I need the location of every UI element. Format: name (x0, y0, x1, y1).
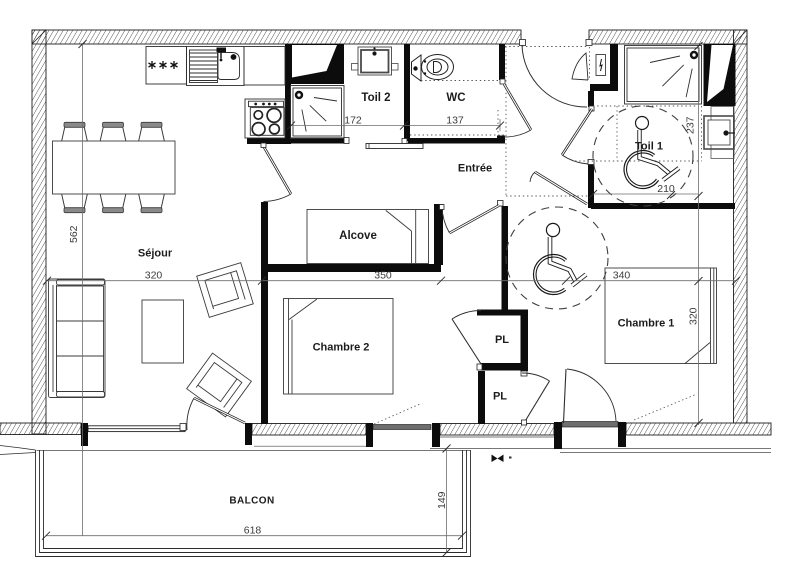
svg-text:Séjour: Séjour (138, 248, 173, 260)
svg-text:149: 149 (436, 491, 448, 509)
svg-text:350: 350 (374, 270, 392, 282)
svg-text:Alcove: Alcove (339, 230, 377, 242)
svg-text:137: 137 (446, 115, 464, 127)
svg-text:210: 210 (657, 183, 675, 195)
svg-text:172: 172 (344, 115, 362, 127)
svg-text:PL: PL (493, 391, 507, 403)
svg-text:237: 237 (685, 116, 697, 134)
svg-text:Chambre 1: Chambre 1 (618, 318, 675, 330)
svg-text:BALCON: BALCON (229, 496, 274, 507)
svg-text:618: 618 (244, 525, 262, 537)
svg-text:Toil 2: Toil 2 (361, 92, 390, 104)
svg-text:WC: WC (446, 92, 465, 104)
svg-text:320: 320 (688, 307, 700, 325)
svg-text:340: 340 (613, 270, 631, 282)
svg-text:320: 320 (145, 270, 163, 282)
svg-text:PL: PL (495, 334, 509, 346)
svg-text:Toil 1: Toil 1 (635, 141, 663, 153)
svg-text:Entrée: Entrée (458, 163, 492, 175)
svg-text:Chambre 2: Chambre 2 (313, 342, 370, 354)
svg-text:562: 562 (68, 225, 80, 243)
